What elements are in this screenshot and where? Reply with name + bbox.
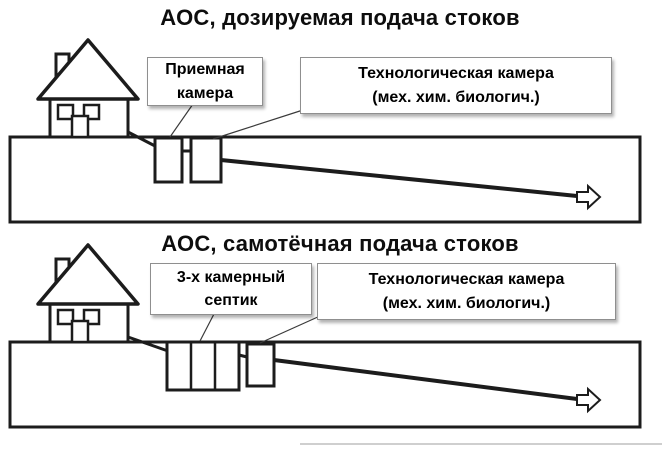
inlet-pipe [127,130,158,149]
inlet-pipe [127,335,169,353]
outflow-pipe [220,158,578,198]
label-line: Приемная [165,61,245,79]
receiving-chamber [153,136,184,184]
label-line: (мех. хим. биологич.) [382,294,551,312]
septic-tank [165,340,241,392]
label-line: Технологическая камера [368,271,565,289]
bottom-scheme-title: АОС, самотёчная подача стоков [161,231,519,256]
tech-chamber [189,136,223,184]
bottom-scheme-shapes [8,243,642,429]
top-scheme-title: АОС, дозируемая подача стоков [160,5,520,30]
receiving-chamber-label: Приемная камера [147,57,263,106]
ground-section [8,340,642,429]
top-scheme-shapes [8,38,642,224]
label-line: камера [176,84,234,102]
label-line: септик [204,292,258,309]
label-line: (мех. хим. биологич.) [372,88,540,106]
leader-line-septic [199,311,216,342]
leader-line-tech [259,315,321,344]
house-icon [36,38,140,139]
label-line: Технологическая камера [358,65,554,83]
outflow-pipe [273,358,578,401]
tech-chamber-label-bottom: Технологическая камера (мех. хим. биолог… [317,263,616,320]
leader-line-receiving [169,103,194,138]
leader-line-tech [212,109,304,140]
label-line: 3-х камерный [176,268,286,286]
tech-chamber [245,342,276,388]
septic-tank-label: 3-х камерный септик [150,263,312,315]
house-icon [36,243,140,344]
tech-chamber-label-top: Технологическая камера (мех. хим. биолог… [300,57,612,114]
ground-section [8,135,642,224]
